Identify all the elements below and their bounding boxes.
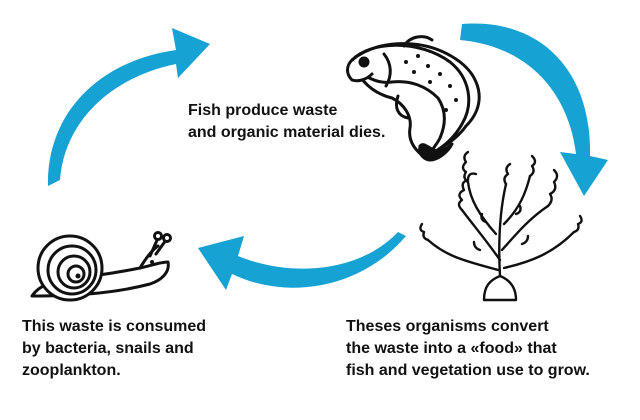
cycle-arrow-top-left (47, 28, 210, 186)
caption-plant: Theses organisms convert the waste into … (346, 316, 590, 382)
trout-fish-icon (346, 35, 481, 162)
caption-plant-line-2: the waste into a «food» that (346, 340, 557, 357)
caption-fish-line-2: and organic material dies. (188, 124, 386, 141)
caption-fish: Fish produce waste and organic material … (188, 100, 385, 144)
cycle-arrow-bottom (198, 232, 406, 290)
caption-fish-line-1: Fish produce waste (188, 102, 338, 119)
caption-snail-line-3: zooplankton. (22, 362, 121, 379)
caption-snail: This waste is consumed by bacteria, snai… (22, 316, 206, 382)
caption-plant-line-3: fish and vegetation use to grow. (346, 362, 590, 379)
aquatic-plant-icon (419, 150, 583, 302)
cycle-arrow-top-right (460, 23, 608, 196)
caption-snail-line-2: by bacteria, snails and (22, 340, 194, 357)
caption-plant-line-1: Theses organisms convert (346, 318, 549, 335)
snail-icon (30, 231, 172, 302)
caption-snail-line-1: This waste is consumed (22, 318, 207, 335)
